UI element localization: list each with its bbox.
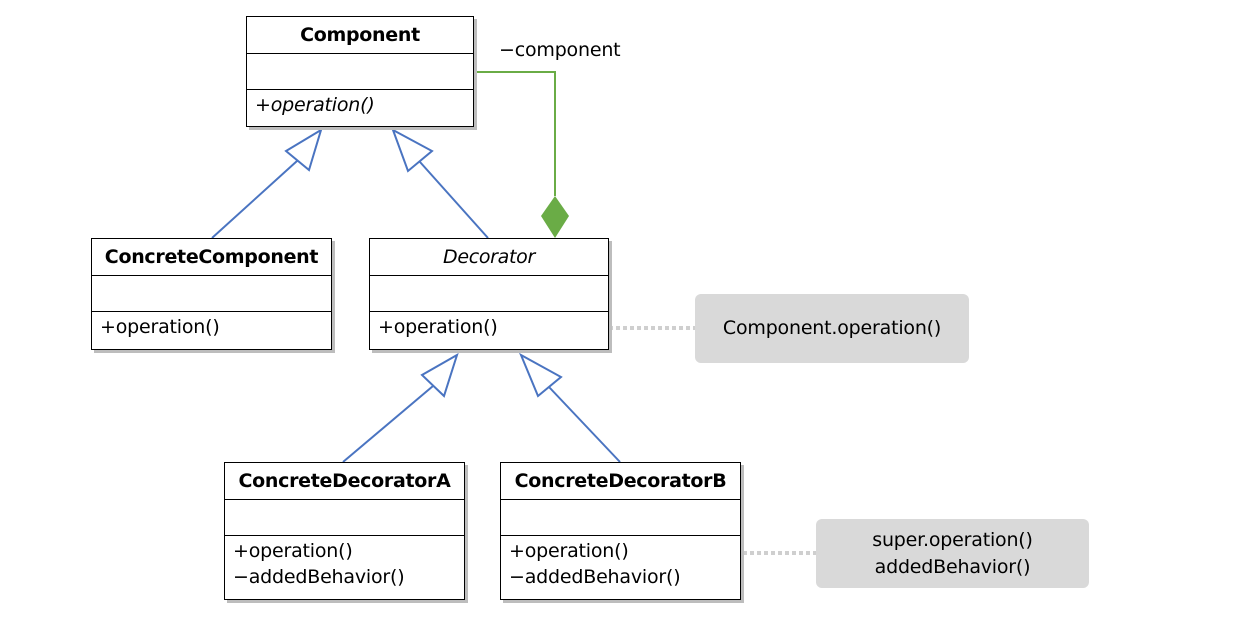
inheritance-arrowhead bbox=[518, 352, 563, 398]
attributes-compartment bbox=[370, 276, 608, 312]
inheritance-arrowhead bbox=[284, 127, 323, 172]
operations-compartment: +operation() bbox=[92, 312, 331, 349]
class-name: ConcreteComponent bbox=[92, 239, 331, 276]
note-text: Component.operation() bbox=[722, 317, 942, 339]
class-name: ConcreteDecoratorA bbox=[225, 463, 464, 500]
operations-compartment: +operation() −addedBehavior() bbox=[225, 536, 464, 599]
note-decorator-operation: Component.operation() bbox=[695, 294, 969, 363]
operation: −addedBehavior() bbox=[233, 566, 405, 588]
operations-compartment: +operation() bbox=[247, 90, 473, 126]
class-concrete-decorator-b[interactable]: ConcreteDecoratorB +operation() −addedBe… bbox=[500, 462, 741, 600]
note-text: super.operation() bbox=[872, 528, 1033, 551]
operations-compartment: +operation() bbox=[370, 312, 608, 349]
attributes-compartment bbox=[225, 500, 464, 536]
note-text: addedBehavior() bbox=[874, 555, 1031, 578]
aggregation-line bbox=[474, 71, 556, 196]
aggregation-diamond bbox=[541, 196, 569, 238]
class-concrete-component[interactable]: ConcreteComponent +operation() bbox=[91, 238, 332, 350]
inheritance-decoratora-to-decorator bbox=[342, 352, 459, 463]
class-concrete-decorator-a[interactable]: ConcreteDecoratorA +operation() −addedBe… bbox=[224, 462, 465, 600]
attributes-compartment bbox=[501, 500, 740, 536]
inheritance-line bbox=[548, 386, 621, 463]
inheritance-decorator-to-component bbox=[391, 127, 489, 239]
class-component[interactable]: Component +operation() bbox=[246, 16, 474, 127]
class-name: Decorator bbox=[370, 239, 608, 276]
inheritance-line bbox=[419, 161, 489, 239]
operation: +operation() bbox=[233, 540, 353, 562]
operation: +operation() bbox=[509, 540, 629, 562]
operation: +operation() bbox=[100, 316, 220, 338]
class-name: ConcreteDecoratorB bbox=[501, 463, 740, 500]
note-decorator-b-operation: super.operation() addedBehavior() bbox=[816, 519, 1089, 588]
inheritance-line bbox=[211, 160, 298, 239]
attributes-compartment bbox=[92, 276, 331, 312]
inheritance-concretecomponent-to-component bbox=[211, 127, 323, 239]
inheritance-line bbox=[342, 385, 434, 463]
operation: +operation() bbox=[378, 316, 498, 338]
operation: +operation() bbox=[255, 94, 375, 116]
class-name: Component bbox=[247, 17, 473, 54]
aggregation-decorator-to-component bbox=[474, 71, 569, 238]
aggregation-role-label: −component bbox=[499, 39, 621, 61]
inheritance-decoratorb-to-decorator bbox=[518, 352, 621, 463]
inheritance-arrowhead bbox=[420, 352, 459, 398]
class-decorator[interactable]: Decorator +operation() bbox=[369, 238, 609, 350]
inheritance-arrowhead bbox=[391, 127, 434, 173]
attributes-compartment bbox=[247, 54, 473, 90]
operations-compartment: +operation() −addedBehavior() bbox=[501, 536, 740, 599]
operation: −addedBehavior() bbox=[509, 566, 681, 588]
